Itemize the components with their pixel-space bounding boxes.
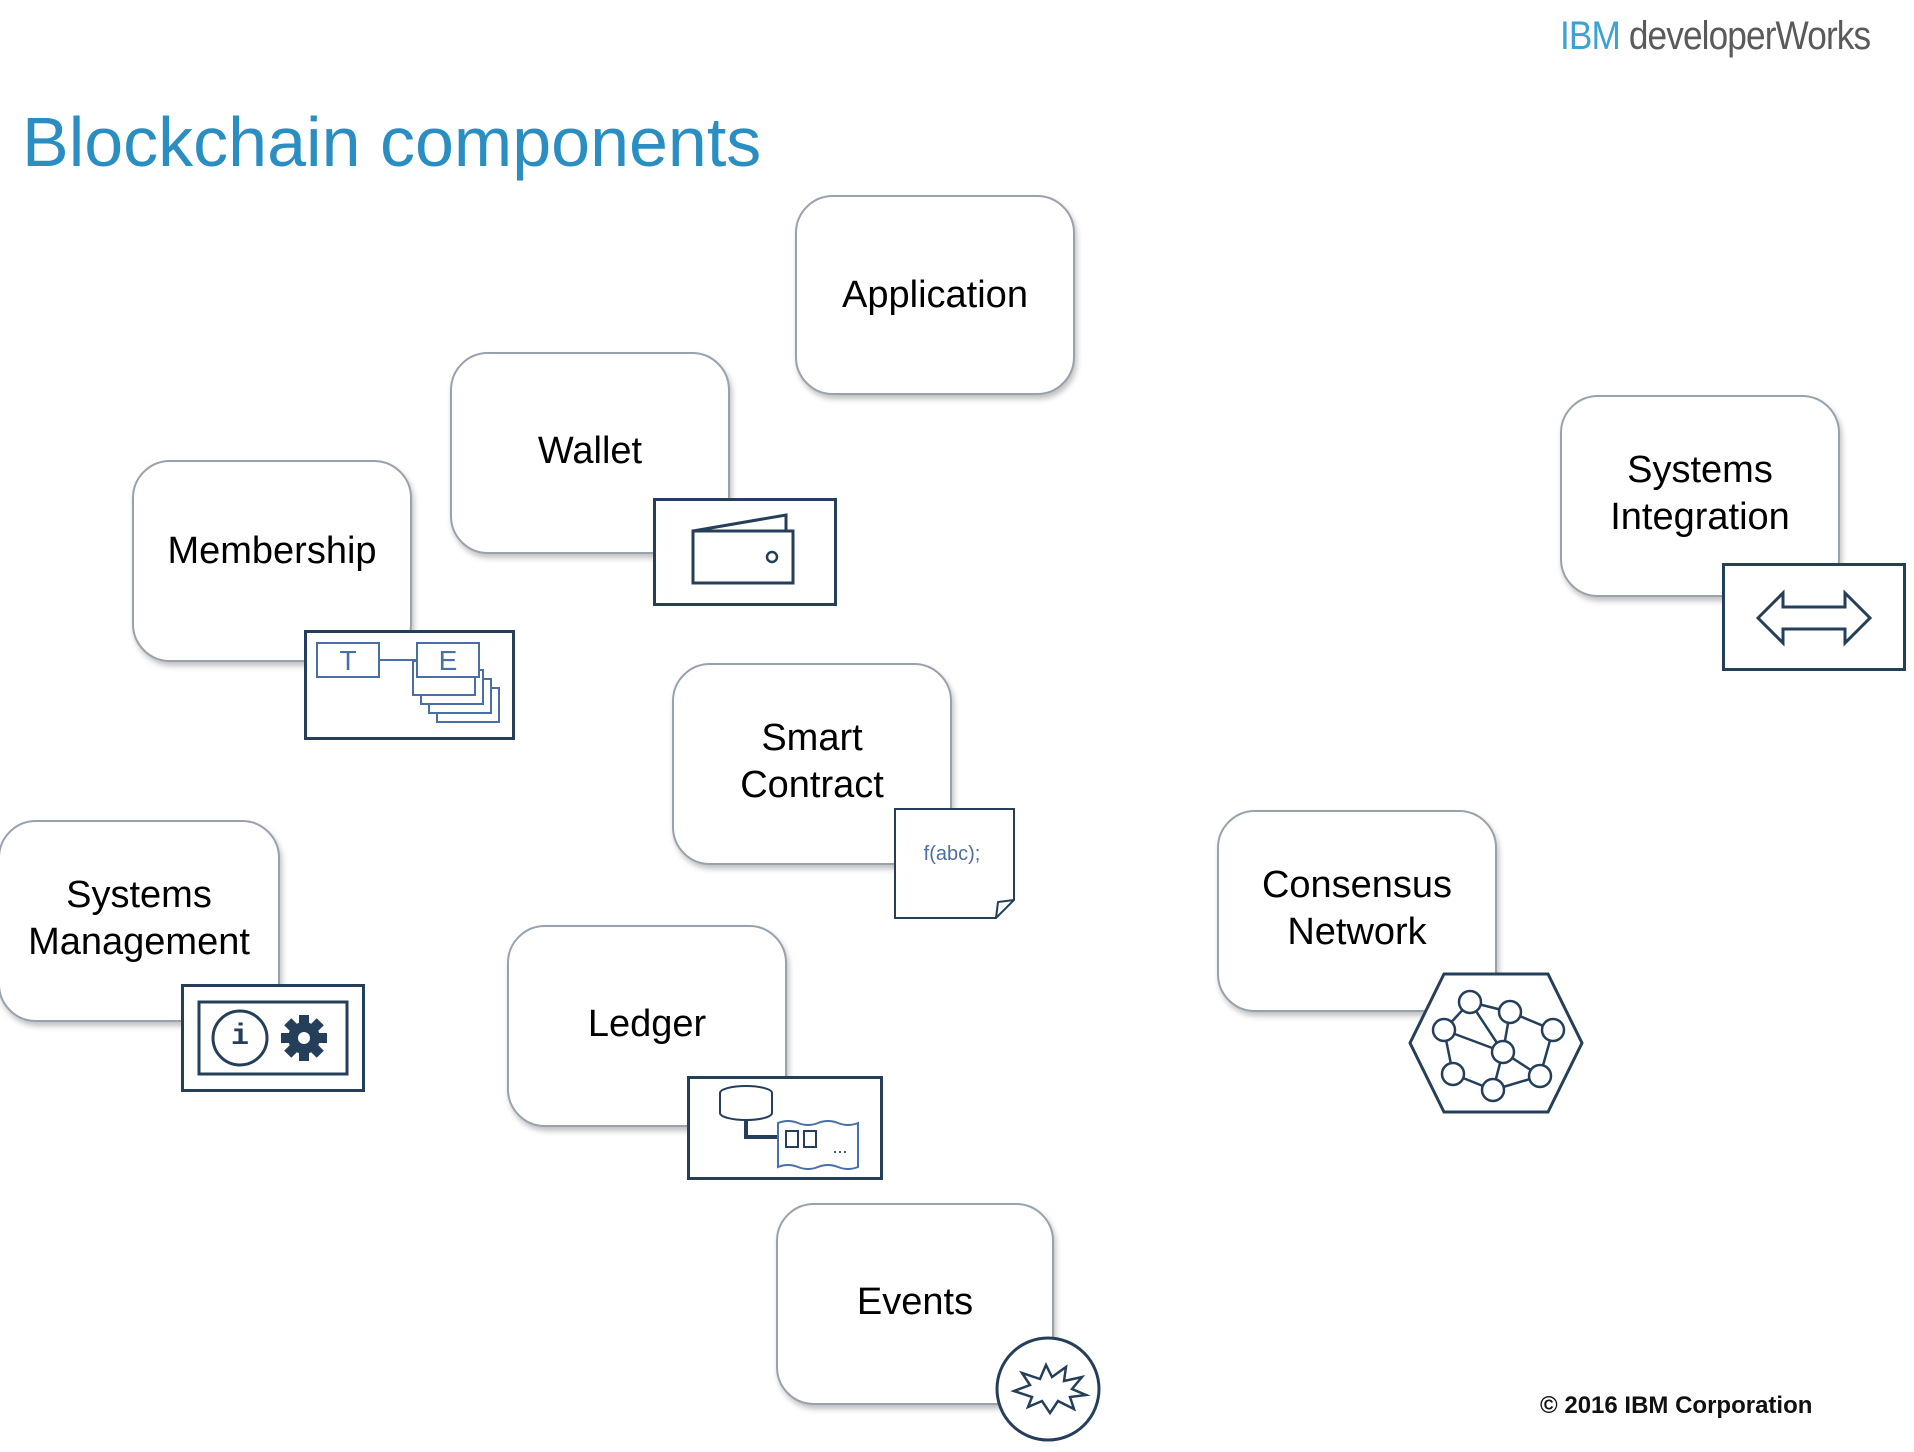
events-label: Events [856, 1280, 974, 1323]
membership-t-label: T [339, 645, 356, 676]
info-label: i [231, 1020, 249, 1054]
copyright: © 2016 IBM Corporation [1540, 1392, 1813, 1419]
burst-icon [1010, 1362, 1091, 1416]
ledger-icon: ... [687, 1076, 883, 1180]
info-icon: i [211, 1009, 269, 1067]
systems-integration-label: Systems Integration [1610, 449, 1790, 538]
brand-ibm: IBM [1560, 14, 1621, 58]
smart-contract-label: Smart Contract [740, 717, 884, 806]
brand-product: developerWorks [1628, 14, 1871, 58]
membership-box: Membership [132, 460, 412, 662]
membership-label: Membership [167, 529, 377, 572]
wallet-icon [653, 498, 837, 606]
double-arrow-icon [1755, 589, 1873, 647]
systems-management-label: Systems Management [28, 874, 250, 963]
ledger-more-label: ... [832, 1137, 847, 1157]
consensus-network-label: Consensus Network [1261, 864, 1453, 953]
events-icon [994, 1335, 1102, 1443]
membership-icon: T E [304, 630, 515, 740]
smart-contract-icon: f(abc); [894, 808, 1016, 920]
wallet-box: Wallet [450, 352, 730, 554]
systems-management-icon: i [181, 984, 365, 1092]
application-label: Application [842, 273, 1028, 316]
consensus-network-icon [1408, 972, 1584, 1114]
application-box: Application [795, 195, 1075, 395]
ledger-label: Ledger [587, 1002, 707, 1045]
brand-logo: IBM developerWorks [1560, 14, 1871, 59]
contract-code-label: f(abc); [924, 843, 981, 865]
wallet-label: Wallet [537, 429, 643, 472]
membership-e-label: E [439, 645, 458, 676]
systems-integration-icon [1722, 563, 1906, 671]
gear-icon [281, 1015, 327, 1061]
page-title: Blockchain components [22, 103, 762, 181]
